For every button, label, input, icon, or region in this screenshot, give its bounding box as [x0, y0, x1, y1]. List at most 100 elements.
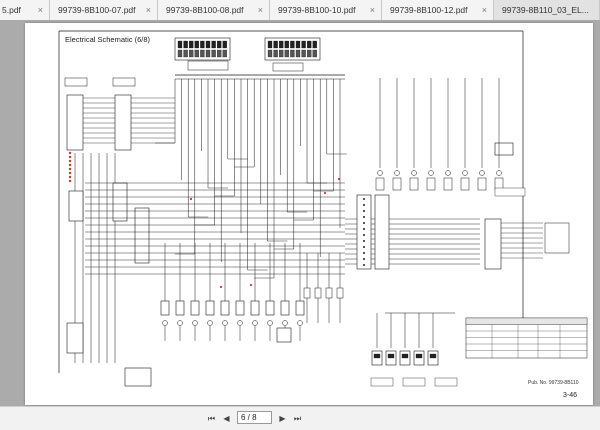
fuse	[314, 287, 322, 299]
connector-pin	[307, 49, 312, 58]
connector-pin	[183, 40, 188, 49]
last-page-icon[interactable]: ⏭	[293, 414, 302, 423]
wire-marker	[68, 175, 72, 179]
sensor	[460, 177, 470, 191]
connector-pin	[217, 49, 222, 58]
tab-3[interactable]: 99739-8B100-10.pdf×	[270, 0, 382, 20]
tab-2[interactable]: 99739-8B100-08.pdf ×	[158, 0, 270, 20]
wire-marker	[68, 155, 72, 159]
page-number-label: 3-46	[563, 392, 578, 399]
sensor	[443, 177, 453, 191]
connector	[66, 94, 84, 151]
tab-0[interactable]: 5.pdf×	[0, 0, 50, 20]
connector-pin	[429, 353, 437, 359]
relay	[220, 300, 230, 316]
connector-pin	[279, 49, 284, 58]
connector-pin	[205, 40, 211, 49]
tab-1[interactable]: 99739-8B100-07.pdf×	[50, 0, 158, 20]
connector-pin	[194, 49, 199, 58]
previous-page-icon[interactable]: ◀	[223, 414, 230, 423]
relay	[250, 300, 260, 316]
wire-marker	[219, 285, 223, 289]
sensor	[426, 177, 436, 191]
wire-marker	[68, 179, 72, 183]
label-box	[434, 377, 458, 387]
connector-pin	[363, 240, 365, 242]
tab-label: 99739-8B100-08.pdf	[166, 5, 244, 15]
sensor	[377, 170, 383, 176]
close-icon[interactable]: ×	[257, 5, 263, 15]
connector-pin	[363, 210, 365, 212]
page-number-input[interactable]: 6 / 8	[237, 411, 272, 424]
connector	[374, 194, 390, 270]
fuse	[303, 287, 311, 299]
wire-marker	[68, 159, 72, 163]
tab-6[interactable]: 99739-8B110_03_EL...	[494, 0, 600, 20]
wire-marker	[323, 191, 327, 195]
connector-pin	[200, 40, 205, 49]
connector-pin	[363, 246, 365, 248]
label-box	[494, 187, 526, 197]
component	[207, 320, 213, 326]
relay	[175, 300, 185, 316]
connector-pin	[189, 40, 194, 49]
label-box	[272, 62, 304, 72]
close-icon[interactable]: ×	[145, 5, 151, 15]
connector-pin	[200, 49, 205, 58]
document-viewer[interactable]: Electrical Schematic (6/8) Pub. No. 9973…	[0, 20, 600, 406]
connector-pin	[363, 198, 365, 200]
next-page-icon[interactable]: ▶	[279, 414, 286, 423]
connector-pin	[222, 49, 227, 58]
label-box	[544, 222, 570, 254]
tab-label: 99739-8B110_03_EL...	[502, 5, 589, 15]
close-icon[interactable]: ×	[37, 5, 43, 15]
connector-pin	[415, 353, 423, 359]
connector-pin	[363, 234, 365, 236]
close-icon[interactable]: ×	[481, 5, 487, 15]
connector-pin	[363, 222, 365, 224]
connector-pin	[301, 49, 306, 58]
connector-pin	[189, 49, 194, 58]
sensor	[394, 170, 400, 176]
connector-pin	[363, 258, 365, 260]
sensor	[477, 177, 487, 191]
connector-pin	[194, 40, 199, 49]
relay	[295, 300, 305, 316]
connector-pin	[363, 204, 365, 206]
sensor	[496, 170, 502, 176]
sensor	[375, 177, 385, 191]
page-navigation-bar: ⏮ ◀ 6 / 8 ▶ ⏭	[0, 406, 600, 430]
wire-marker	[68, 151, 72, 155]
component	[192, 320, 198, 326]
component	[252, 320, 258, 326]
connector-pin	[363, 228, 365, 230]
connector-pin	[217, 40, 222, 49]
first-page-icon[interactable]: ⏮	[207, 414, 216, 423]
connector-pin	[205, 49, 211, 58]
wire-marker	[68, 163, 72, 167]
tab-5[interactable]: 99739-8B100-12.pdf×	[382, 0, 494, 20]
connector-pin	[373, 353, 381, 359]
label-box	[187, 60, 229, 71]
sensor	[445, 170, 451, 176]
close-icon[interactable]: ×	[369, 5, 375, 15]
page-title: Electrical Schematic (6/8)	[65, 35, 151, 44]
connector-pin	[273, 49, 278, 58]
connector-pin	[177, 40, 183, 49]
relay	[205, 300, 215, 316]
connector-pin	[222, 40, 227, 49]
wire-marker	[68, 167, 72, 171]
connector-pin	[363, 252, 365, 254]
connector-pin	[183, 49, 188, 58]
connector-pin	[312, 40, 317, 49]
component	[66, 322, 84, 354]
table-header	[465, 317, 588, 325]
ecu-connector	[174, 37, 231, 61]
connector-pin	[267, 49, 273, 58]
connector-pin	[401, 353, 409, 359]
component	[162, 320, 168, 326]
connector-pin	[363, 264, 365, 266]
connector-pin	[177, 49, 183, 58]
wire-marker	[337, 177, 341, 181]
connector-pin	[295, 49, 301, 58]
